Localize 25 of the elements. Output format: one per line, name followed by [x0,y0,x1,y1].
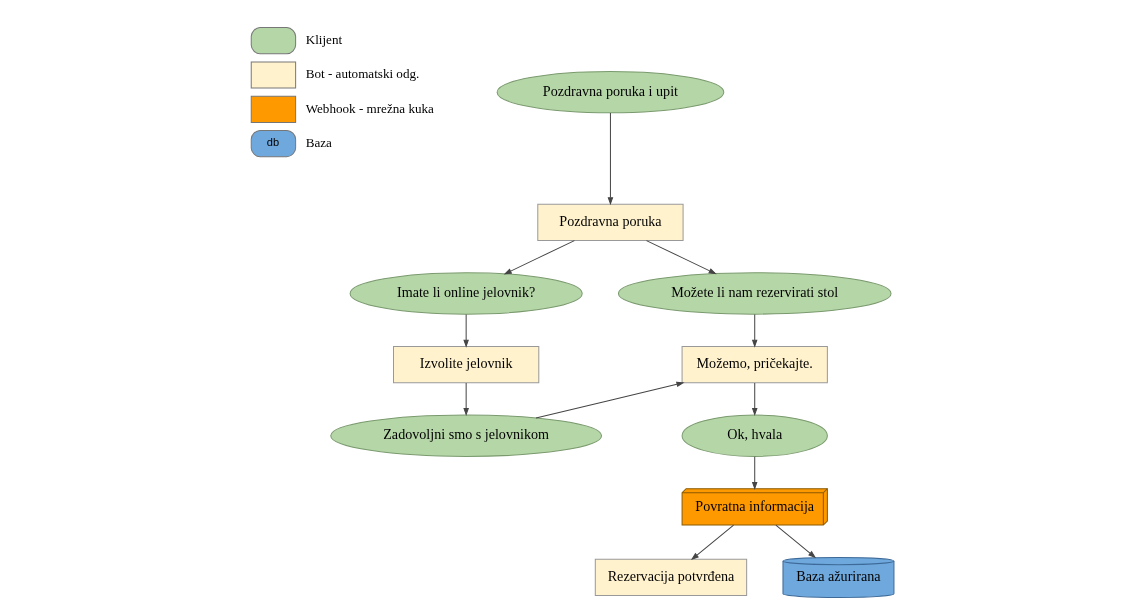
arrow [463,313,469,348]
arrow [775,524,817,559]
arrow [690,524,735,561]
node-box: Pozdravna poruka [537,203,684,241]
arrow [645,240,717,275]
legend-label: Klijent [305,32,343,48]
arrow [503,240,575,275]
node-ellipse: Pozdravna poruka i upit [496,70,725,114]
node-box: Izvolite jelovnik [393,345,540,384]
node-ellipse: Možete li nam rezervirati stol [617,272,892,315]
arrow [463,382,469,417]
arrow [751,382,758,417]
node-ellipse: Imate li online jelovnik? [349,272,583,315]
node-ellipse: Zadovoljni smo s jelovnikom [330,414,603,457]
arrow [607,112,614,206]
legend-label: Bot - automatski odg. [305,66,420,82]
label: db [266,136,280,149]
arrow [751,456,758,491]
legend-label: Baza [305,135,332,151]
node-ellipse: Ok, hvala [681,414,828,457]
arrow [751,313,758,348]
legend-label: Webhook - mrežna kuka [305,100,434,116]
node-box: Rezervacija potvrđena [594,558,748,597]
node-box: Možemo, pričekajte. [681,345,828,384]
arrow [535,381,685,419]
